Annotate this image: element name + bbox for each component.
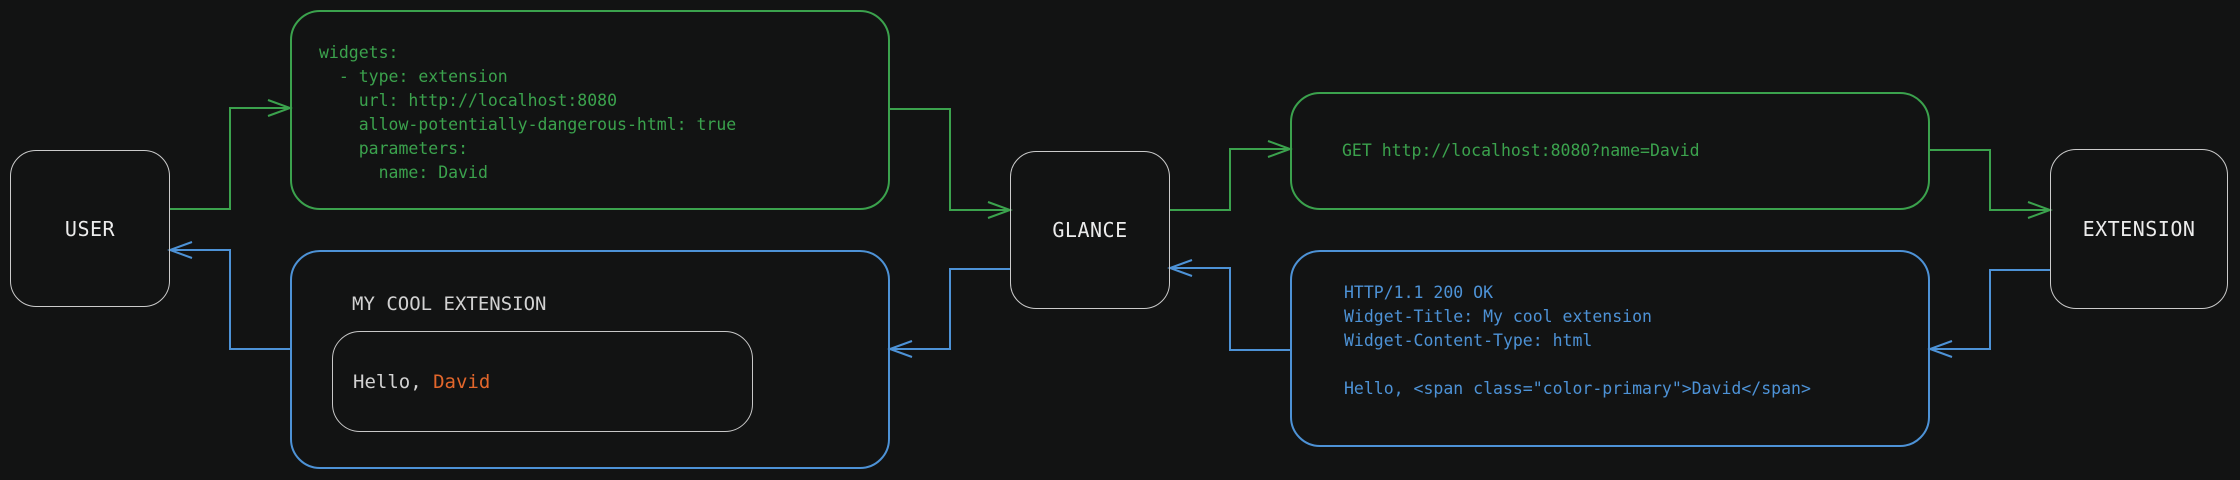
widget-card: Hello, David (332, 331, 753, 432)
arrow-widget-to-user (167, 241, 290, 350)
http-request-box: GET http://localhost:8080?name=David (1290, 92, 1930, 210)
arrow-extension-to-response (1927, 269, 2050, 358)
arrow-glance-to-request (1170, 140, 1293, 211)
glance-node: GLANCE (1010, 151, 1170, 309)
http-request-text: GET http://localhost:8080?name=David (1342, 141, 1700, 160)
config-yaml-code: widgets: - type: extension url: http://l… (319, 43, 737, 182)
user-node: USER (10, 150, 170, 307)
greeting-text: Hello, David (333, 371, 490, 393)
extension-node-label: EXTENSION (2082, 217, 2196, 241)
arrow-response-to-glance (1167, 259, 1290, 351)
arrow-config-to-glance (890, 108, 1013, 219)
glance-node-label: GLANCE (1052, 218, 1128, 242)
widget-preview-box: MY COOL EXTENSION Hello, David (290, 250, 890, 469)
user-node-label: USER (64, 216, 116, 241)
http-response-text: HTTP/1.1 200 OK Widget-Title: My cool ex… (1344, 283, 1811, 398)
config-yaml-box: widgets: - type: extension url: http://l… (290, 10, 890, 210)
greeting-prefix: Hello, (353, 370, 434, 393)
greeting-name: David (433, 370, 491, 393)
extension-node: EXTENSION (2050, 149, 2228, 309)
widget-title: MY COOL EXTENSION (352, 293, 547, 315)
arrow-request-to-extension (1930, 149, 2053, 219)
arrow-user-to-config (170, 99, 293, 210)
arrow-glance-to-widget (887, 268, 1010, 358)
http-response-box: HTTP/1.1 200 OK Widget-Title: My cool ex… (1290, 250, 1930, 447)
